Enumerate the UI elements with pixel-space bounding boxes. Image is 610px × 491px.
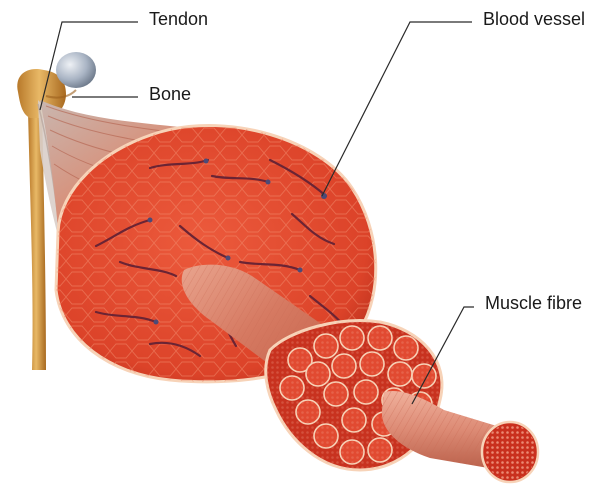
label-blood-vessel: Blood vessel <box>483 9 585 30</box>
label-bone: Bone <box>149 84 191 105</box>
bone-head <box>56 52 96 88</box>
label-tendon: Tendon <box>149 9 208 30</box>
blood-vessel-leader-line <box>322 22 472 196</box>
label-muscle-fibre: Muscle fibre <box>485 293 582 314</box>
muscle-fibre <box>382 391 538 482</box>
